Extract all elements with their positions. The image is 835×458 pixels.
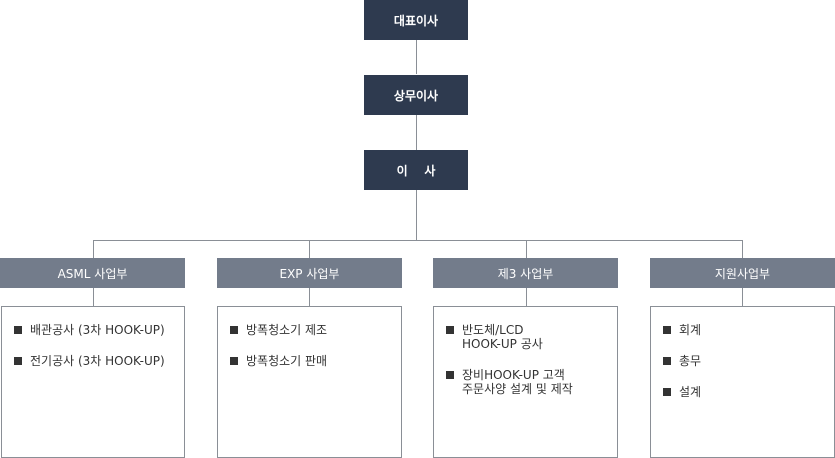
division-panel-third: 반도체/LCD HOOK-UP 공사 장비HOOK-UP 고객 주문사양 설계 …: [433, 306, 618, 458]
list-item: 배관공사 (3차 HOOK-UP): [14, 323, 184, 337]
connector-division-3-to-panel: [526, 287, 527, 306]
connector-division-2-to-panel: [309, 287, 310, 306]
connector-division-4-to-panel: [742, 287, 743, 306]
vice-president-box: 상무이사: [364, 75, 468, 115]
division-header-third: 제3 사업부: [433, 258, 618, 288]
division-header-exp: EXP 사업부: [217, 258, 402, 288]
division-item-list: 회계 총무 설계: [651, 307, 834, 399]
list-item: 설계: [663, 385, 834, 399]
square-bullet-icon: [230, 326, 238, 334]
division-item-list: 반도체/LCD HOOK-UP 공사 장비HOOK-UP 고객 주문사양 설계 …: [434, 307, 617, 396]
list-item: 장비HOOK-UP 고객 주문사양 설계 및 제작: [446, 368, 617, 396]
list-item: 총무: [663, 354, 834, 368]
division-title: EXP 사업부: [279, 266, 340, 281]
ceo-box: 대표이사: [364, 0, 468, 40]
connector-ceo-to-vp: [416, 40, 417, 74]
division-panel-support: 회계 총무 설계: [650, 306, 835, 458]
division-title: 지원사업부: [714, 266, 771, 281]
division-header-asml: ASML 사업부: [0, 258, 185, 288]
director-box: 이 사: [364, 150, 468, 190]
division-item-list: 방폭청소기 제조 방폭청소기 판매: [218, 307, 401, 368]
division-item-list: 배관공사 (3차 HOOK-UP) 전기공사 (3차 HOOK-UP): [2, 307, 184, 368]
square-bullet-icon: [14, 326, 22, 334]
square-bullet-icon: [446, 326, 454, 334]
square-bullet-icon: [230, 357, 238, 365]
division-panel-exp: 방폭청소기 제조 방폭청소기 판매: [217, 306, 402, 458]
list-item: 방폭청소기 제조: [230, 323, 401, 337]
connector-drop-1: [93, 240, 94, 259]
connector-drop-2: [309, 240, 310, 259]
connector-vp-to-director: [416, 115, 417, 150]
square-bullet-icon: [663, 326, 671, 334]
square-bullet-icon: [663, 357, 671, 365]
square-bullet-icon: [14, 357, 22, 365]
square-bullet-icon: [663, 388, 671, 396]
connector-horizontal-bar: [93, 240, 743, 241]
list-item: 전기공사 (3차 HOOK-UP): [14, 354, 184, 368]
list-item: 방폭청소기 판매: [230, 354, 401, 368]
square-bullet-icon: [446, 371, 454, 379]
connector-drop-4: [742, 240, 743, 259]
division-header-support: 지원사업부: [650, 258, 835, 288]
list-item: 반도체/LCD HOOK-UP 공사: [446, 323, 617, 351]
division-title: ASML 사업부: [57, 266, 128, 281]
list-item: 회계: [663, 323, 834, 337]
vice-president-label: 상무이사: [393, 88, 439, 103]
director-label: 이 사: [396, 163, 436, 178]
connector-director-down: [416, 190, 417, 241]
connector-division-1-to-panel: [93, 287, 94, 306]
connector-drop-3: [526, 240, 527, 259]
ceo-label: 대표이사: [393, 13, 439, 28]
division-panel-asml: 배관공사 (3차 HOOK-UP) 전기공사 (3차 HOOK-UP): [1, 306, 185, 458]
division-title: 제3 사업부: [497, 266, 554, 281]
